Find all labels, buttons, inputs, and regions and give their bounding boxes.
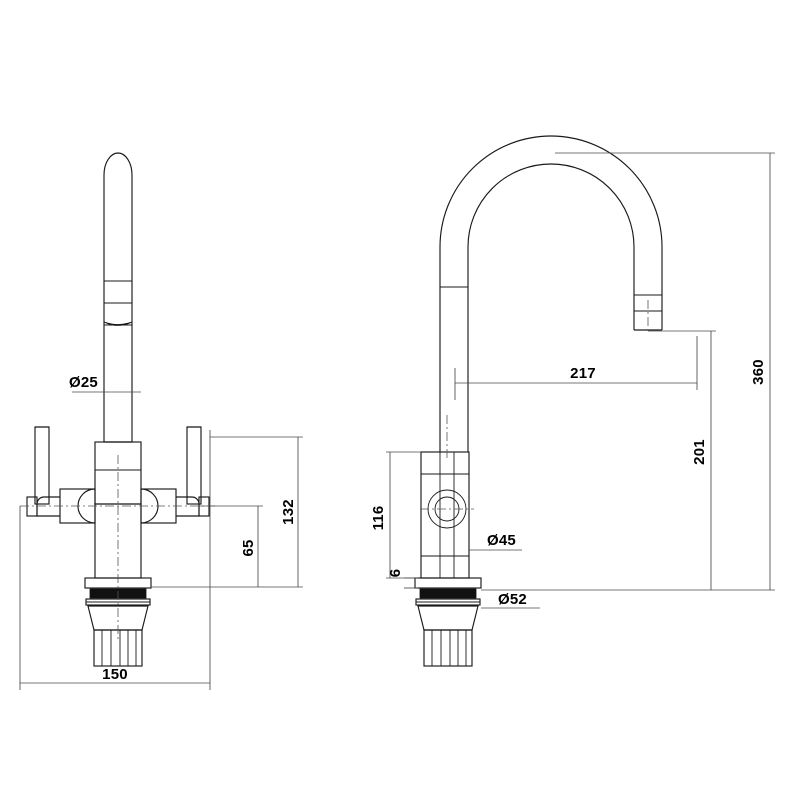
dimension-150: 150 [19,430,211,690]
spout-riser-tube [103,152,133,443]
dimension-dia-25: Ø25 [69,374,141,393]
dimension-label-65: 65 [240,539,257,556]
swan-neck-spout [439,135,663,452]
spout-outlet-tip [634,294,662,334]
dimension-132: 132 [151,436,303,588]
base-mounting-assembly-side [414,577,482,667]
dimension-label-217: 201 [691,439,708,465]
dimension-217: 201 [648,330,716,590]
dimension-label-dia-52: Ø52 [498,591,527,608]
dimension-label-201: 217 [570,365,596,382]
dimension-6: 6 [387,569,418,589]
dimension-label-6: 6 [387,569,404,578]
dimension-label-150: 150 [102,666,128,683]
body-block-side [420,451,474,579]
dimension-65: 65 [199,505,263,587]
view-side-elevation: 360 201 217 116 [370,135,775,667]
dimension-label-132: 132 [280,499,297,525]
dimension-label-360: 360 [750,359,767,385]
dimension-dia-52: Ø52 [481,591,540,609]
dimension-label-116: 116 [370,506,387,531]
dimension-360: 360 [481,152,775,591]
dimension-label-dia-25: Ø25 [69,374,98,391]
dimension-dia-45: Ø45 [469,532,522,551]
dimension-116: 116 [370,451,421,579]
dimension-201: 217 [454,336,698,400]
handle-right [140,426,210,524]
dimension-label-dia-45: Ø45 [487,532,516,549]
view-front-elevation: Ø25 150 132 65 [19,152,303,690]
